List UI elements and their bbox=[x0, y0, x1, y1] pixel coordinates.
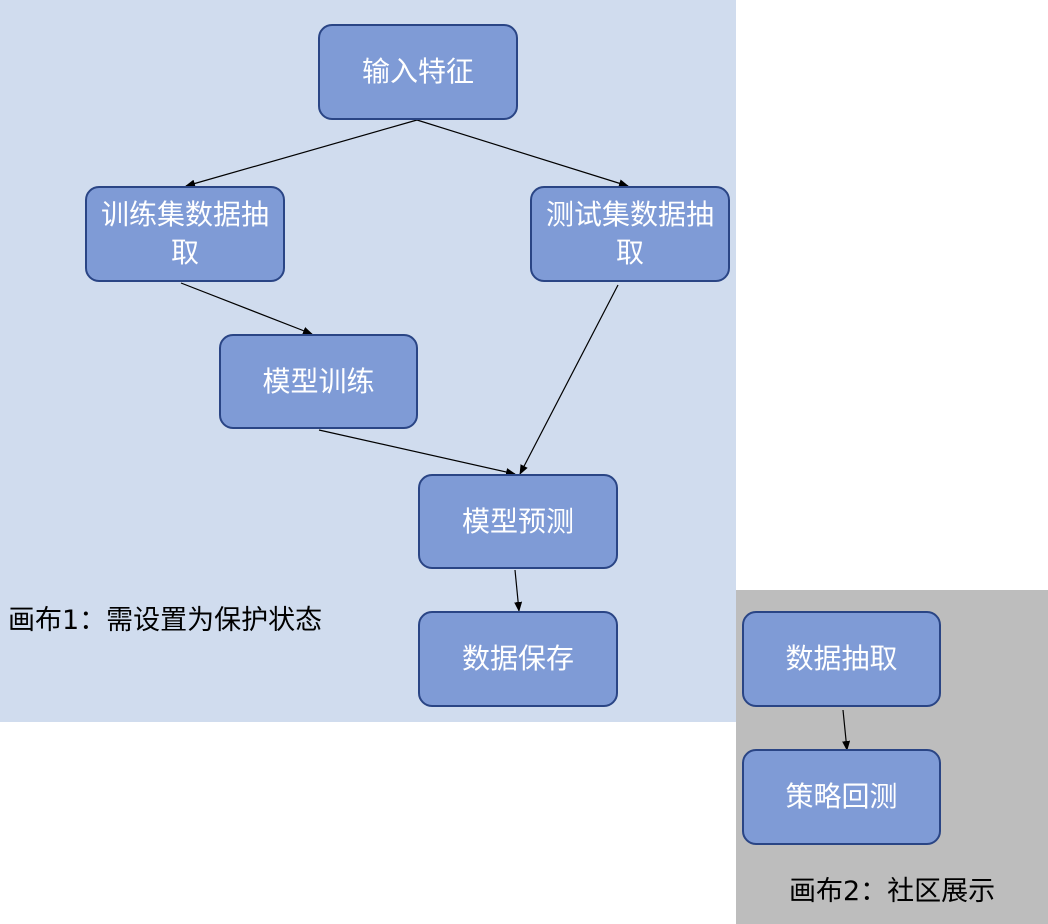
node-data-extract[interactable]: 数据抽取 bbox=[742, 611, 941, 707]
edge-input-to-test bbox=[416, 119, 629, 188]
edge-test-to-predict bbox=[519, 284, 619, 475]
node-test-extract[interactable]: 测试集数据抽取 bbox=[530, 186, 730, 282]
edge-extract-to-backtest bbox=[842, 709, 851, 751]
canvas-2-label: 画布2：社区展示 bbox=[789, 876, 996, 907]
canvas-1-label: 画布1：需设置为保护状态 bbox=[8, 605, 323, 636]
node-input-features[interactable]: 输入特征 bbox=[318, 24, 518, 120]
node-backtest[interactable]: 策略回测 bbox=[742, 749, 941, 845]
node-model-predict[interactable]: 模型预测 bbox=[418, 474, 618, 569]
edge-model-train-to-predict bbox=[318, 429, 516, 476]
node-train-extract[interactable]: 训练集数据抽取 bbox=[85, 186, 285, 282]
node-data-save[interactable]: 数据保存 bbox=[418, 611, 618, 707]
edge-predict-to-save bbox=[514, 569, 523, 612]
edge-train-to-model-train bbox=[180, 282, 313, 335]
node-model-train[interactable]: 模型训练 bbox=[219, 334, 418, 429]
edge-input-to-train bbox=[185, 119, 418, 188]
